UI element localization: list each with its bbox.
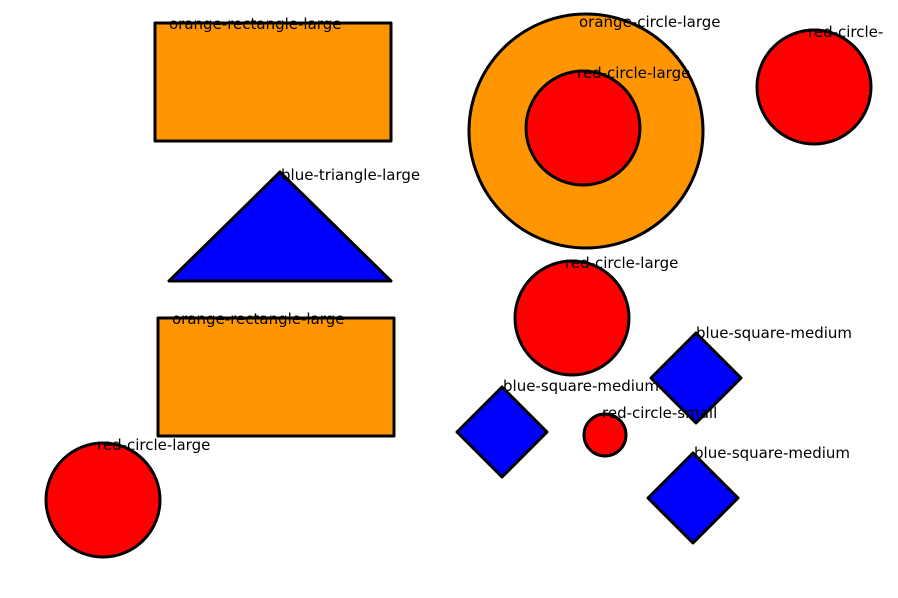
orange-rectangle-top [153,21,393,143]
red-circle-center [513,259,631,377]
orange-circle-large-label: orange-circle-large [579,13,721,31]
red-circle-bottom-left [44,441,162,559]
red-circle-inner [524,69,642,187]
blue-square-right-lower [646,451,740,545]
red-circle-center-label: red-circle-large [565,254,678,272]
red-circle-top-right [755,28,873,146]
red-circle-top-right-label: red-circle- [808,23,883,41]
red-circle-inner-label: red-circle-large [577,64,690,82]
blue-square-right-upper-label: blue-square-medium [696,324,852,342]
blue-square-center-left [455,385,549,479]
orange-rectangle-middle [156,316,396,438]
orange-rectangle-top-label: orange-rectangle-large [169,15,341,33]
red-circle-small-label: red-circle-small [602,404,717,422]
blue-square-right-upper [649,331,743,425]
red-circle-bottom-left-label: red-circle-large [97,436,210,454]
orange-rectangle-middle-label: orange-rectangle-large [172,310,344,328]
blue-triangle [167,170,393,283]
blue-square-center-left-label: blue-square-medium [503,377,659,395]
blue-square-right-lower-label: blue-square-medium [694,444,850,462]
blue-triangle-label: blue-triangle-large [281,166,420,184]
red-circle-small [582,412,628,458]
